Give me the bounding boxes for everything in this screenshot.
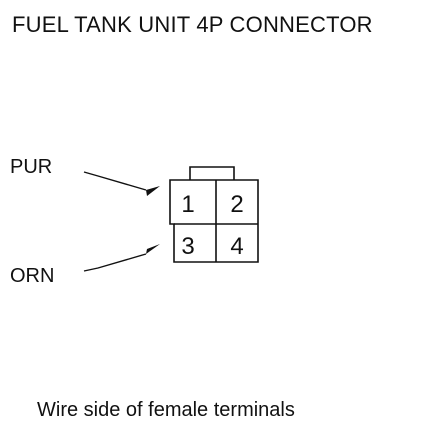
diagram-title: FUEL TANK UNIT 4P CONNECTOR <box>12 12 373 37</box>
wire-label-pur: PUR <box>10 156 53 178</box>
connector-lock-tab <box>189 166 235 180</box>
wire-label-orn: ORN <box>10 265 55 287</box>
wire-leader-orn <box>83 253 147 272</box>
terminal-3: 3 <box>181 233 194 260</box>
terminal-4: 4 <box>230 233 243 260</box>
wire-leader-pur <box>83 171 147 191</box>
diagram-caption: Wire side of female terminals <box>37 399 295 421</box>
wire-arrow-pur <box>146 186 160 196</box>
terminal-1: 1 <box>181 191 194 218</box>
wire-arrow-orn <box>146 244 160 254</box>
terminal-2: 2 <box>230 191 243 218</box>
connector-housing <box>169 179 259 263</box>
